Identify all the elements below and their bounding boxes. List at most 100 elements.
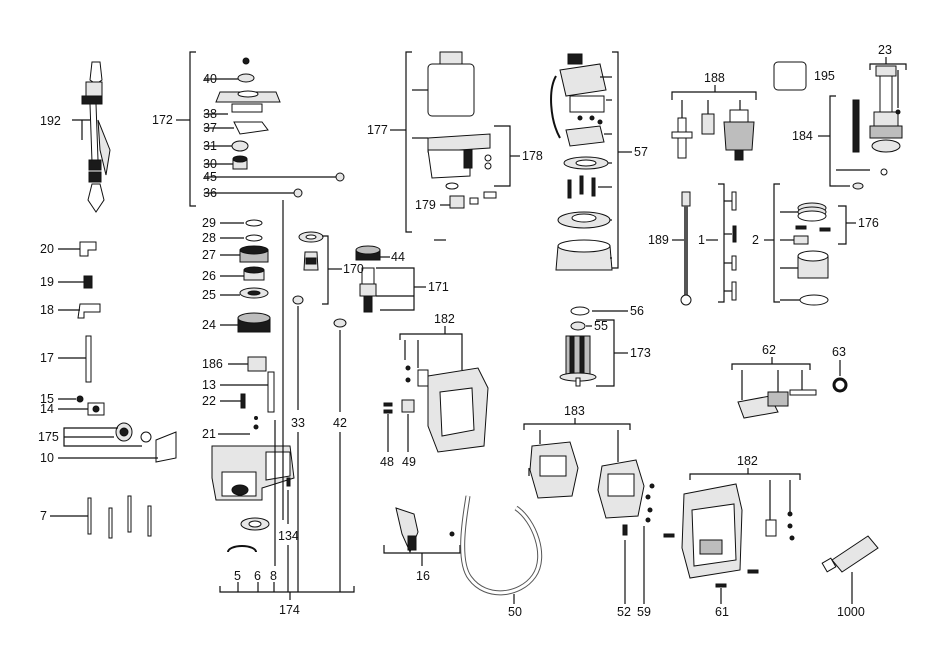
part-28-ring xyxy=(245,234,263,242)
label-20: 20 xyxy=(40,242,54,256)
part-179-valve xyxy=(445,182,497,209)
part-176-sleeve xyxy=(797,250,829,279)
part-182-housing-left xyxy=(417,367,489,453)
part-57-disc xyxy=(563,156,609,170)
label-184: 184 xyxy=(792,129,813,143)
part-183-brush-holder-left xyxy=(529,441,579,499)
part-14-block xyxy=(87,402,105,416)
label-182-left: 182 xyxy=(434,312,455,326)
part-56-ring xyxy=(570,306,590,316)
part-5-circlip xyxy=(227,545,257,553)
label-14: 14 xyxy=(40,402,54,416)
part-188-adapter xyxy=(701,113,715,135)
label-59: 59 xyxy=(637,605,651,619)
part-1000-grease-tube xyxy=(821,535,879,573)
part-48-screws xyxy=(383,402,393,414)
label-56: 56 xyxy=(630,304,644,318)
label-24: 24 xyxy=(202,318,216,332)
part-57-pins xyxy=(567,175,596,199)
label-183: 183 xyxy=(564,404,585,418)
part-182-clip xyxy=(765,519,777,537)
label-63: 63 xyxy=(832,345,846,359)
label-42: 42 xyxy=(333,416,347,430)
label-16: 16 xyxy=(416,569,430,583)
part-24-gear xyxy=(237,312,271,333)
part-21-pin xyxy=(253,416,259,430)
label-62: 62 xyxy=(762,343,776,357)
label-45: 45 xyxy=(203,170,217,184)
label-44: 44 xyxy=(391,250,405,264)
label-19: 19 xyxy=(40,275,54,289)
label-172: 172 xyxy=(152,113,173,127)
part-42-pin xyxy=(333,318,347,328)
label-48: 48 xyxy=(380,455,394,469)
label-192: 192 xyxy=(40,114,61,128)
part-57-switch-assembly xyxy=(550,53,607,147)
label-7: 7 xyxy=(40,509,47,523)
part-40-screws xyxy=(237,57,255,83)
part-57-screws xyxy=(577,115,603,125)
part-33-pin xyxy=(292,295,304,305)
label-61: 61 xyxy=(715,605,729,619)
part-134-screw xyxy=(286,477,291,487)
part-186-sleeve xyxy=(247,356,267,372)
part-61-screws xyxy=(663,533,759,588)
part-27-gear xyxy=(239,245,269,263)
part-50-hose xyxy=(460,495,543,596)
label-25: 25 xyxy=(202,288,216,302)
label-38: 38 xyxy=(203,107,217,121)
label-10: 10 xyxy=(40,451,54,465)
part-1-pins xyxy=(731,191,737,301)
part-57-ring xyxy=(557,211,611,229)
part-52-screw xyxy=(622,524,628,536)
part-25-bearing xyxy=(239,287,269,299)
label-26: 26 xyxy=(202,269,216,283)
part-36-pin xyxy=(293,188,303,198)
part-19-spring xyxy=(83,275,93,289)
label-2: 2 xyxy=(752,233,759,247)
part-182-housing-right xyxy=(681,483,743,579)
part-176-pins xyxy=(795,225,831,232)
label-57: 57 xyxy=(634,145,648,159)
part-38-flange xyxy=(215,90,281,113)
label-134: 134 xyxy=(278,529,299,543)
part-62-handle-assembly xyxy=(737,389,817,419)
label-23: 23 xyxy=(878,43,892,57)
label-50: 50 xyxy=(508,605,522,619)
part-49-clip xyxy=(401,399,415,413)
part-188-chuck xyxy=(723,109,755,161)
part-170-spindle xyxy=(298,231,324,271)
part-177-oil-bottle xyxy=(427,51,475,117)
part-30-bearing xyxy=(232,155,248,170)
label-52: 52 xyxy=(617,605,631,619)
part-13-rod xyxy=(267,371,275,413)
part-45-pin xyxy=(335,172,345,182)
part-176-block xyxy=(793,235,809,245)
part-23-spindle xyxy=(869,65,903,153)
part-176-spring xyxy=(797,202,827,222)
label-6: 6 xyxy=(254,569,261,583)
part-gear-housing xyxy=(211,445,295,501)
label-17: 17 xyxy=(40,351,54,365)
part-7-pins xyxy=(87,495,152,539)
label-5: 5 xyxy=(234,569,241,583)
label-13: 13 xyxy=(202,378,216,392)
part-10-plate xyxy=(155,431,177,463)
label-174: 174 xyxy=(279,603,300,617)
label-8: 8 xyxy=(270,569,277,583)
part-173-armature xyxy=(559,335,597,387)
label-15: 15 xyxy=(40,392,54,406)
label-37: 37 xyxy=(203,121,217,135)
label-178: 178 xyxy=(522,149,543,163)
label-182-right: 182 xyxy=(737,454,758,468)
part-195-label xyxy=(773,61,807,91)
label-189: 189 xyxy=(648,233,669,247)
part-188-chuck-key xyxy=(671,117,693,159)
label-186: 186 xyxy=(202,357,223,371)
part-18-clip xyxy=(77,303,101,319)
label-28: 28 xyxy=(202,231,216,245)
label-173: 173 xyxy=(630,346,651,360)
label-27: 27 xyxy=(202,248,216,262)
part-16-lever xyxy=(395,507,455,554)
